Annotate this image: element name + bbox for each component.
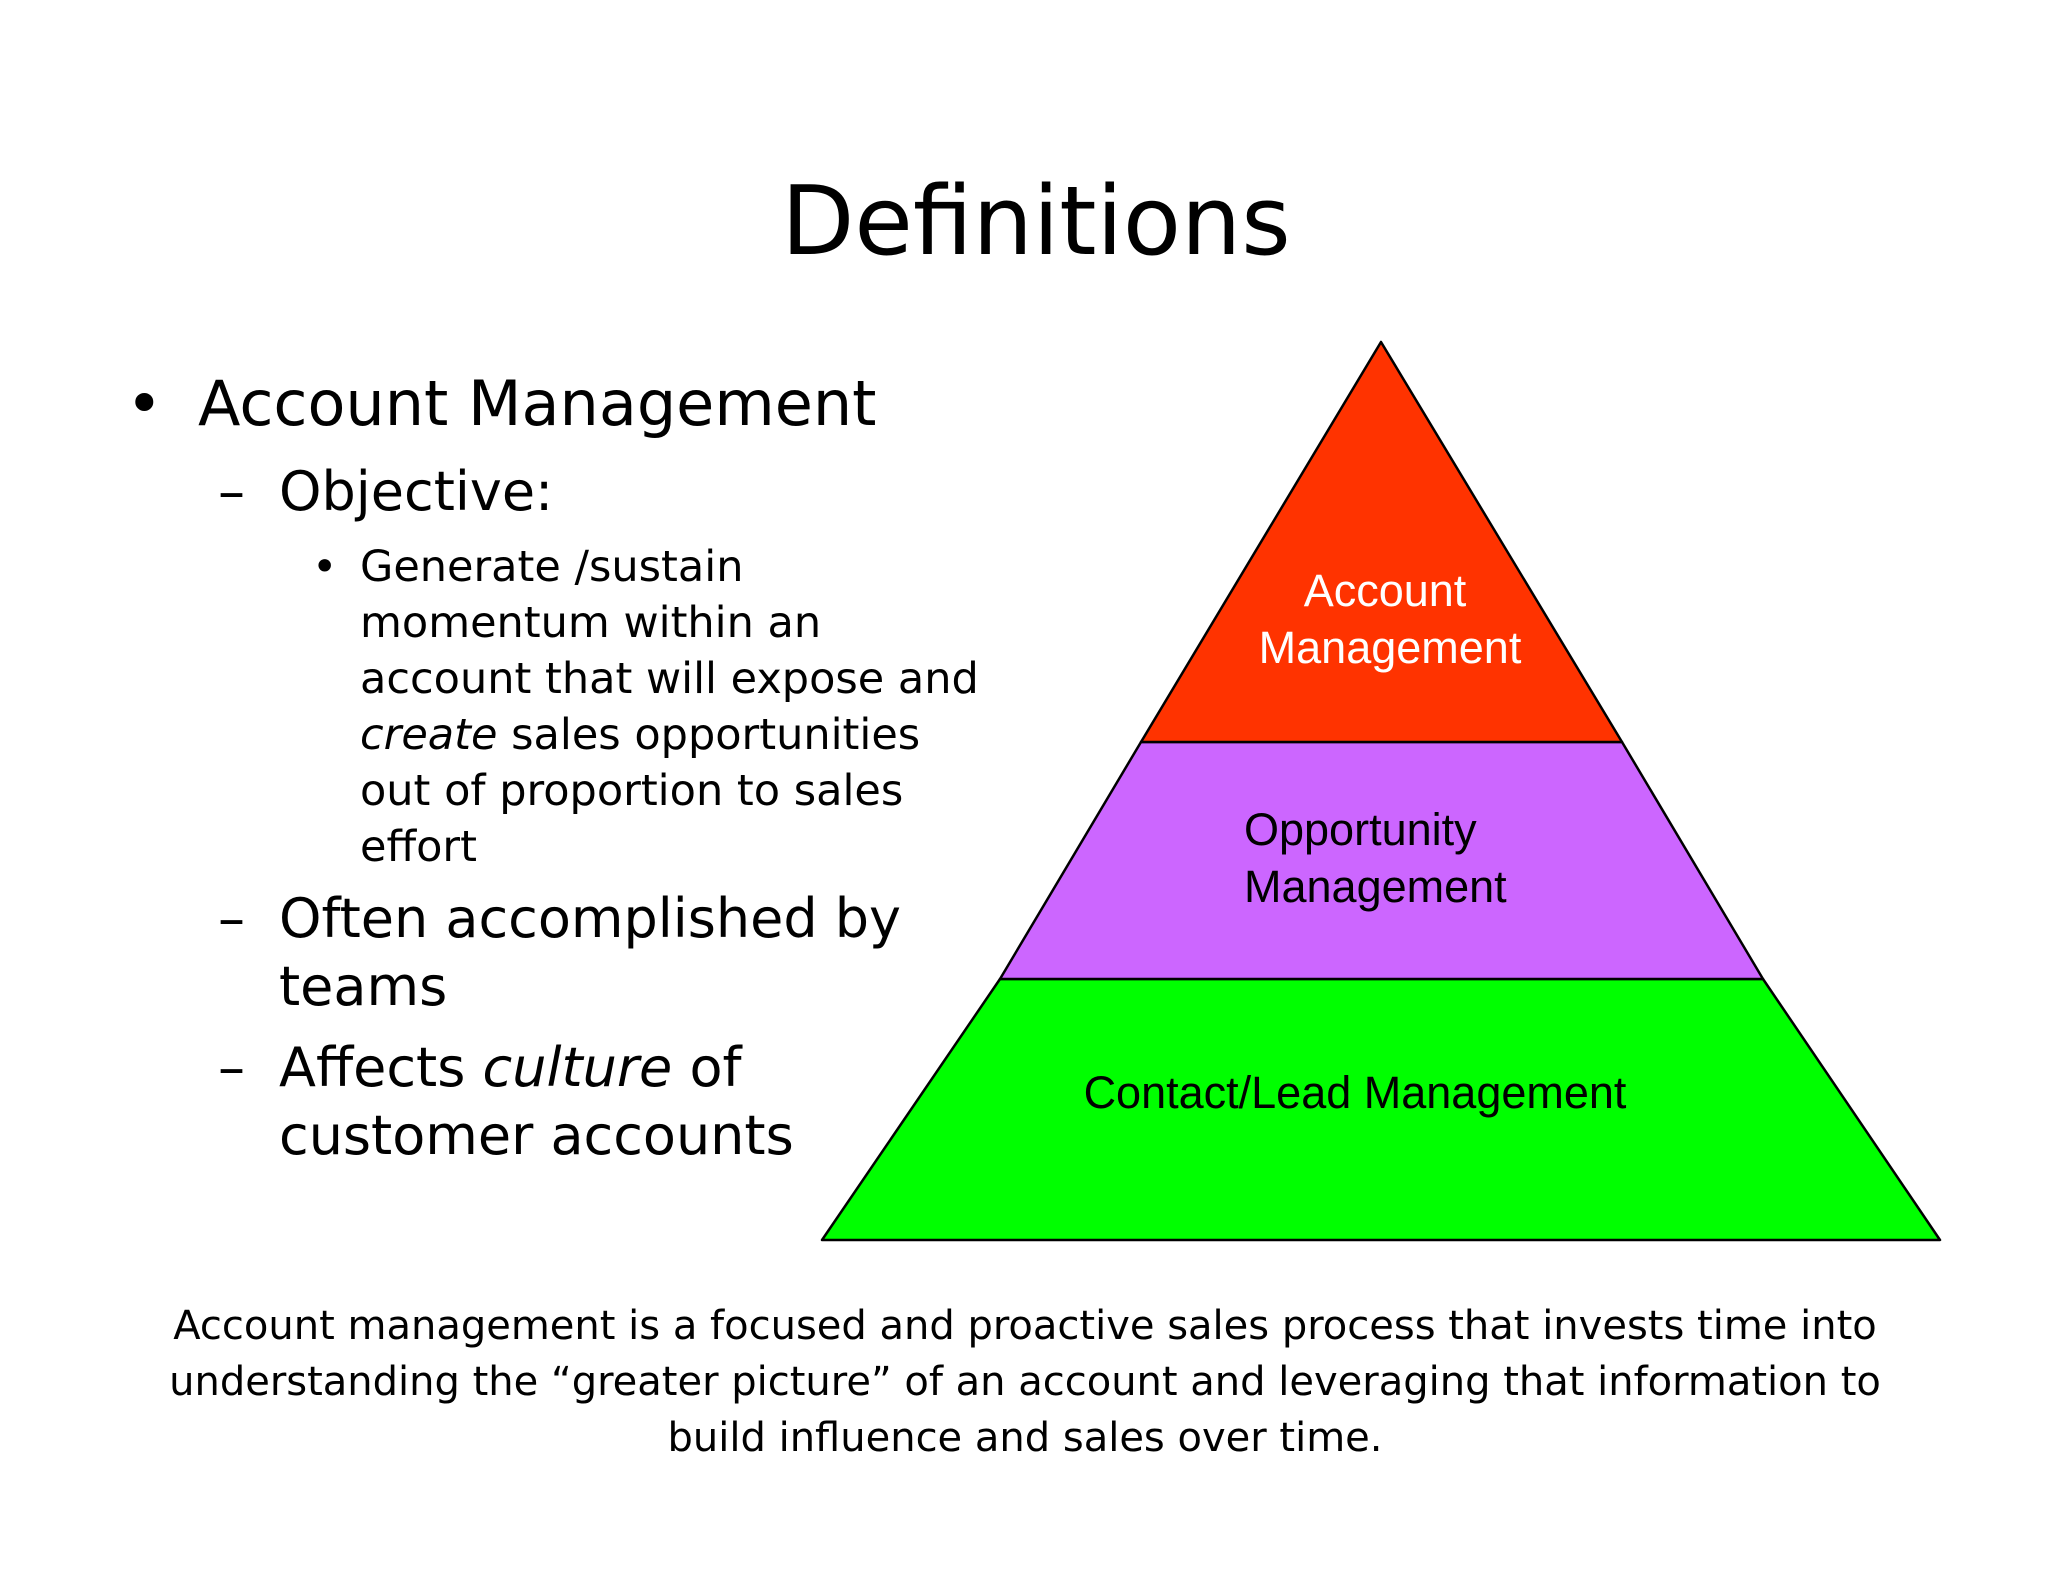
pyramid-label-account: Account — [1304, 565, 1467, 616]
sub-bullet-affects-cont: customer accounts — [279, 1104, 794, 1167]
sub-bullet-objective: Objective: — [279, 460, 554, 523]
bullet-dot: • — [312, 542, 338, 592]
bullet-account-management: Account Management — [198, 367, 877, 440]
objective-detail-line: effort — [360, 822, 477, 872]
objective-detail-line: momentum within an — [360, 598, 822, 648]
pyramid-tier-account — [1139, 340, 1624, 744]
pyramid-label-contact-lead: Contact/Lead Management — [1084, 1067, 1627, 1118]
dash-marker: – — [218, 887, 245, 950]
affects-prefix: Affects — [279, 1036, 483, 1099]
sub-bullet-often-cont: teams — [279, 955, 448, 1018]
pyramid-tier-opportunity — [998, 740, 1765, 981]
objective-detail-line: Generate /sustain — [360, 542, 744, 592]
emphasis-create: create — [360, 710, 498, 760]
pyramid-label-account-management: Management — [1259, 622, 1522, 673]
slide-title: Definitions — [781, 167, 1291, 277]
objective-detail-line: out of proportion to sales — [360, 766, 904, 816]
sub-bullet-often: Often accomplished by — [279, 887, 902, 950]
objective-detail-text: sales opportunities — [497, 710, 921, 760]
bullet-list: • Account Management – Objective: • Gene… — [0, 0, 1000, 1582]
pyramid-label-opportunity-management: Management — [1244, 861, 1507, 912]
objective-detail-line: create sales opportunities — [360, 714, 920, 757]
bullet-dot: • — [126, 367, 163, 440]
pyramid-label-opportunity: Opportunity — [1244, 804, 1477, 855]
footer-definition: Account management is a focused and proa… — [169, 1303, 1881, 1461]
dash-marker: – — [218, 1036, 245, 1099]
emphasis-culture: culture — [482, 1036, 673, 1099]
dash-marker: – — [218, 460, 245, 523]
sub-bullet-affects: Affects culture of — [279, 1041, 742, 1095]
affects-suffix: of — [672, 1036, 742, 1099]
objective-detail-line: account that will expose and — [360, 654, 979, 704]
